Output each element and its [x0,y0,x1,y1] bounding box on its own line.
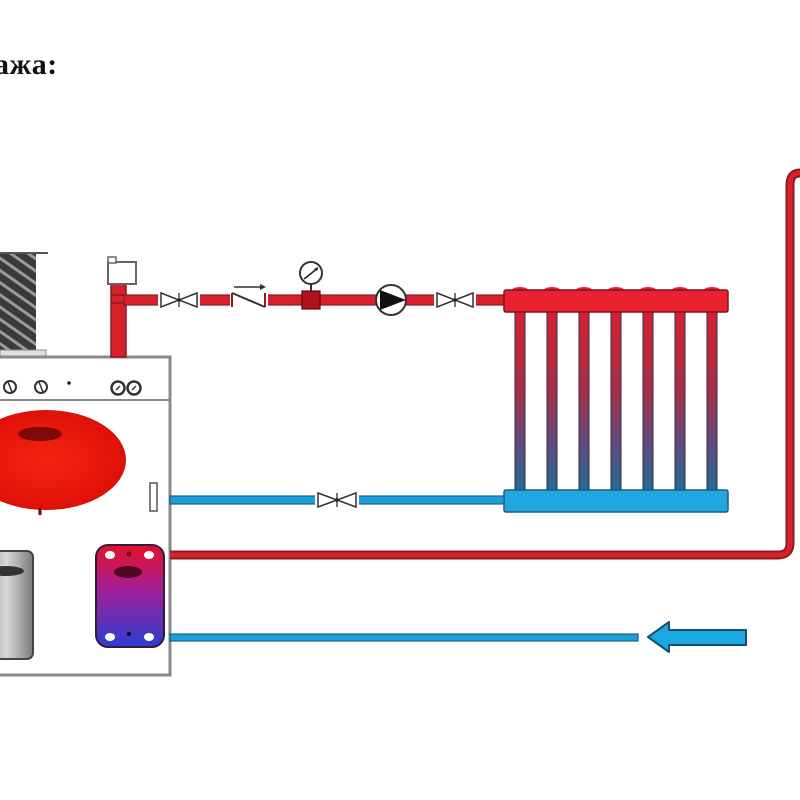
plate-heat-exchanger [95,544,165,648]
radiator-section [642,307,654,495]
indicator-dot-icon [67,381,71,385]
radiator-section [578,307,590,495]
cold-water-inlet-pipe [169,633,639,642]
radiator-section [706,307,718,495]
check-valve-icon [230,284,268,310]
radiator-section [514,307,526,495]
caption-text: ажа: [0,48,58,81]
ball-valve-icon[interactable] [315,490,359,510]
supply-riser-pipe [110,282,127,358]
ball-valve-icon[interactable] [158,290,200,310]
circulation-pump-icon[interactable] [375,284,407,316]
control-knob-icon[interactable] [3,380,17,394]
hot-water-outlet-pipe [170,168,800,560]
radiator-section [546,307,558,495]
expansion-tank [0,410,126,515]
radiator-section [674,307,686,495]
water-heater-tank [0,550,34,660]
chimney [0,252,48,357]
air-vent-icon [107,256,137,285]
radiator-top-header [503,289,729,313]
pressure-gauge-icon [299,261,323,310]
level-indicator-icon [149,482,158,512]
radiator-bottom-header [503,489,729,513]
radiator-section [610,307,622,495]
cold-water-inlet-arrow-icon [647,621,747,653]
control-knob-icon[interactable] [34,380,48,394]
ball-valve-icon[interactable] [434,290,476,310]
thermometer-dials-icon [110,380,142,396]
radiator [503,287,729,513]
